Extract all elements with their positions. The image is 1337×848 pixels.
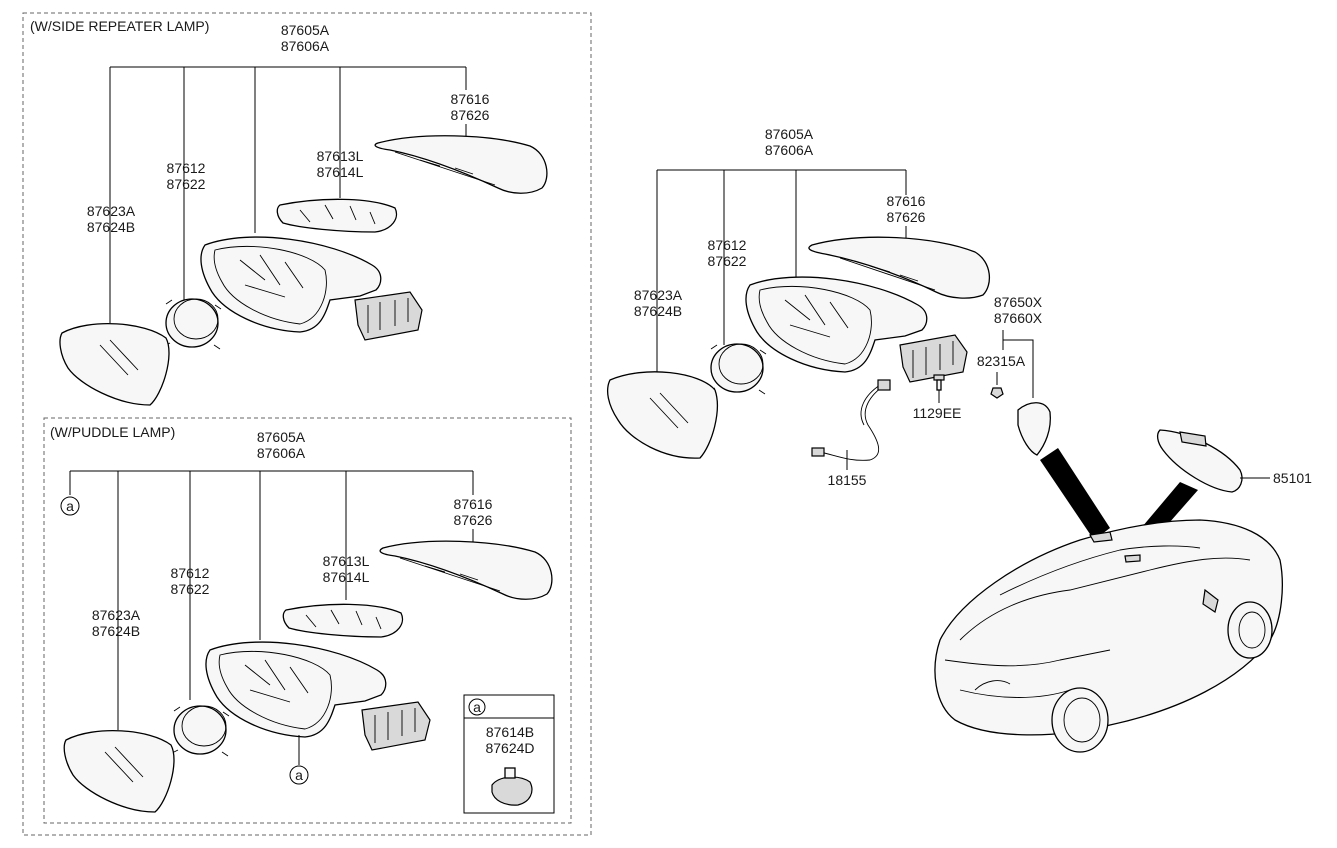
repeater-lamp-label-2: 87614L (317, 164, 364, 180)
puddle-section: (W/PUDDLE LAMP) 87605A 87606A a 87616 87… (43, 417, 572, 824)
puddle-actuator-label-1: 87612 (171, 565, 210, 581)
harness-label: 18155 (828, 472, 867, 488)
repeater-glass-label-1: 87623A (87, 203, 136, 219)
main-actuator-label-1: 87612 (708, 237, 747, 253)
main-glass-label-1: 87623A (634, 287, 683, 303)
puddle-assy-label-2: 87606A (257, 445, 306, 461)
repeater-cover-label-2: 87626 (451, 107, 490, 123)
main-assy-label-1: 87605A (765, 126, 814, 142)
puddle-assy-label-1: 87605A (257, 429, 306, 445)
repeater-section: (W/SIDE REPEATER LAMP) 87605A 87606A 876… (22, 12, 592, 836)
clip-icon (990, 387, 1004, 399)
puddle-lamp-inset: a 87614B 87624D (463, 694, 555, 814)
switch-label-2: 87660X (994, 310, 1043, 326)
puddle-glass-label-1: 87623A (92, 607, 141, 623)
puddle-cover-label-1: 87616 (454, 496, 493, 512)
repeater-leader-lines (109, 66, 467, 323)
puddle-mirror-glass-icon (63, 730, 175, 813)
callout-a-bottom: a (289, 765, 309, 785)
repeater-cover-label-1: 87616 (451, 91, 490, 107)
puddle-mirror-housing-icon (205, 641, 431, 751)
puddle-side-lamp-icon (282, 603, 404, 638)
main-mirror-housing-icon (745, 276, 968, 383)
main-mirror-actuator-icon (708, 343, 767, 395)
screw-icon (933, 374, 945, 391)
repeater-section-border (22, 12, 592, 836)
main-actuator-label-2: 87622 (708, 253, 747, 269)
mirror-housing-icon (200, 236, 423, 341)
switch-cover-icon (1017, 402, 1051, 456)
mirror-cover-icon (374, 135, 548, 194)
repeater-assy-label-2: 87606A (281, 38, 330, 54)
repeater-actuator-label-2: 87622 (167, 176, 206, 192)
svg-text:a: a (295, 767, 303, 783)
main-mirror-cover-icon (808, 236, 990, 299)
inset-part-label-2: 87624D (485, 740, 534, 756)
repeater-assy-label-1: 87605A (281, 22, 330, 38)
main-section: 87605A 87606A 87616 87626 87612 87622 87… (607, 126, 1312, 753)
main-assy-label-2: 87606A (765, 142, 814, 158)
repeater-lamp-label-1: 87613L (317, 148, 364, 164)
clip-label: 82315A (977, 353, 1026, 369)
main-cover-label-1: 87616 (887, 193, 926, 209)
main-leader-lines (656, 169, 907, 380)
inside-mirror-icon (1156, 429, 1243, 493)
puddle-actuator-label-2: 87622 (171, 581, 210, 597)
puddle-lamp-label-1: 87613L (323, 553, 370, 569)
svg-text:a: a (66, 498, 74, 514)
vehicle-illustration-icon (934, 519, 1283, 753)
puddle-mirror-cover-icon (379, 540, 553, 600)
main-mirror-glass-icon (607, 371, 718, 459)
puddle-glass-label-2: 87624B (92, 623, 140, 639)
inside-mirror-label: 85101 (1273, 470, 1312, 486)
screw-label: 1129EE (913, 405, 962, 421)
puddle-section-title: (W/PUDDLE LAMP) (50, 424, 175, 440)
side-repeater-lamp-icon (276, 198, 398, 233)
puddle-mirror-actuator-icon (171, 705, 230, 757)
inset-callout-letter: a (473, 699, 481, 715)
main-cover-label-2: 87626 (887, 209, 926, 225)
inset-part-label-1: 87614B (486, 724, 534, 740)
puddle-cover-label-2: 87626 (454, 512, 493, 528)
repeater-actuator-label-1: 87612 (167, 160, 206, 176)
callout-a-top: a (60, 496, 80, 516)
mirror-actuator-icon (163, 298, 222, 350)
mirror-glass-icon (59, 323, 170, 406)
wiring-harness-icon (811, 379, 891, 461)
puddle-section-border (43, 417, 572, 824)
puddle-leader-lines (69, 470, 474, 730)
repeater-section-title: (W/SIDE REPEATER LAMP) (30, 18, 209, 34)
pointer-arrow-1 (1040, 448, 1110, 540)
puddle-lamp-label-2: 87614L (323, 569, 370, 585)
repeater-glass-label-2: 87624B (87, 219, 135, 235)
switch-label-1: 87650X (994, 294, 1043, 310)
puddle-lamp-icon (491, 767, 533, 806)
main-glass-label-2: 87624B (634, 303, 682, 319)
